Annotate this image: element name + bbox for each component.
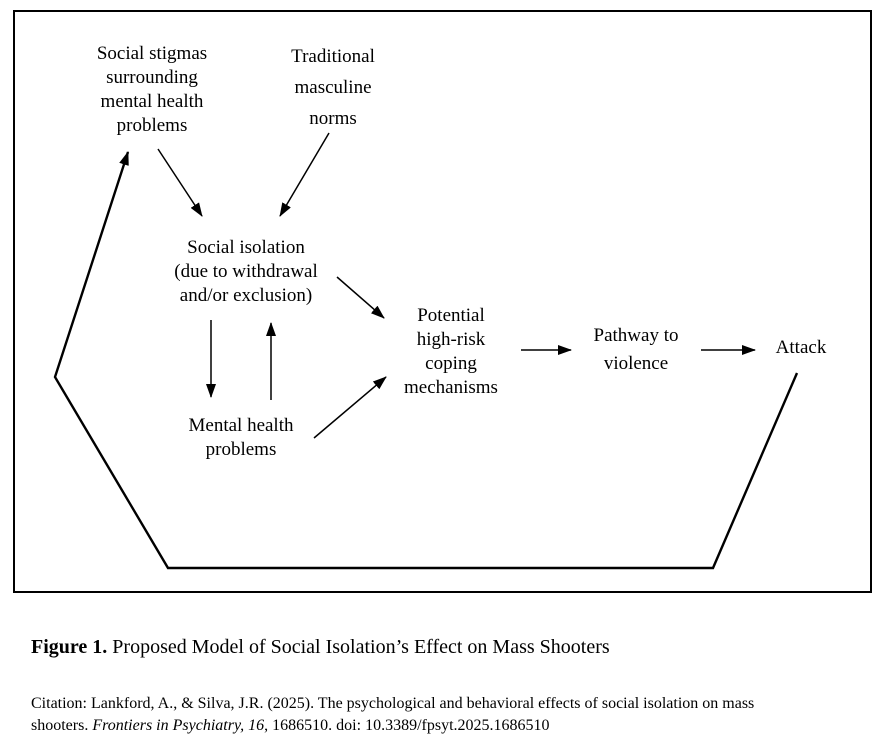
node-traditional-masculine-norms: Traditional masculine norms xyxy=(291,46,375,129)
node-social-stigmas: Social stigmas surrounding mental health… xyxy=(96,43,208,136)
citation-line2-suffix: , 1686510. doi: 10.3389/fpsyt.2025.16865… xyxy=(264,716,550,734)
citation-line2-prefix: shooters. xyxy=(31,716,93,734)
node-attack: Attack xyxy=(775,337,827,358)
figure-caption-text: Proposed Model of Social Isolation’s Eff… xyxy=(107,636,610,658)
figure-citation: Citation: Lankford, A., & Silva, J.R. (2… xyxy=(31,693,754,736)
node-pathway-to-violence: Pathway to violence xyxy=(593,325,679,374)
figure-caption: Figure 1. Proposed Model of Social Isola… xyxy=(31,634,610,660)
node-social-isolation: Social isolation (due to withdrawal and/… xyxy=(174,237,318,306)
node-potential-coping-mechanisms: Potential high-risk coping mechanisms xyxy=(404,305,498,398)
figure-caption-label: Figure 1. xyxy=(31,636,108,658)
node-mental-health-problems: Mental health problems xyxy=(188,415,294,460)
citation-line-2: shooters. Frontiers in Psychiatry, 16, 1… xyxy=(31,715,754,737)
citation-journal-name: Frontiers in Psychiatry, 16 xyxy=(92,716,265,734)
citation-line-1: Citation: Lankford, A., & Silva, J.R. (2… xyxy=(31,695,755,712)
